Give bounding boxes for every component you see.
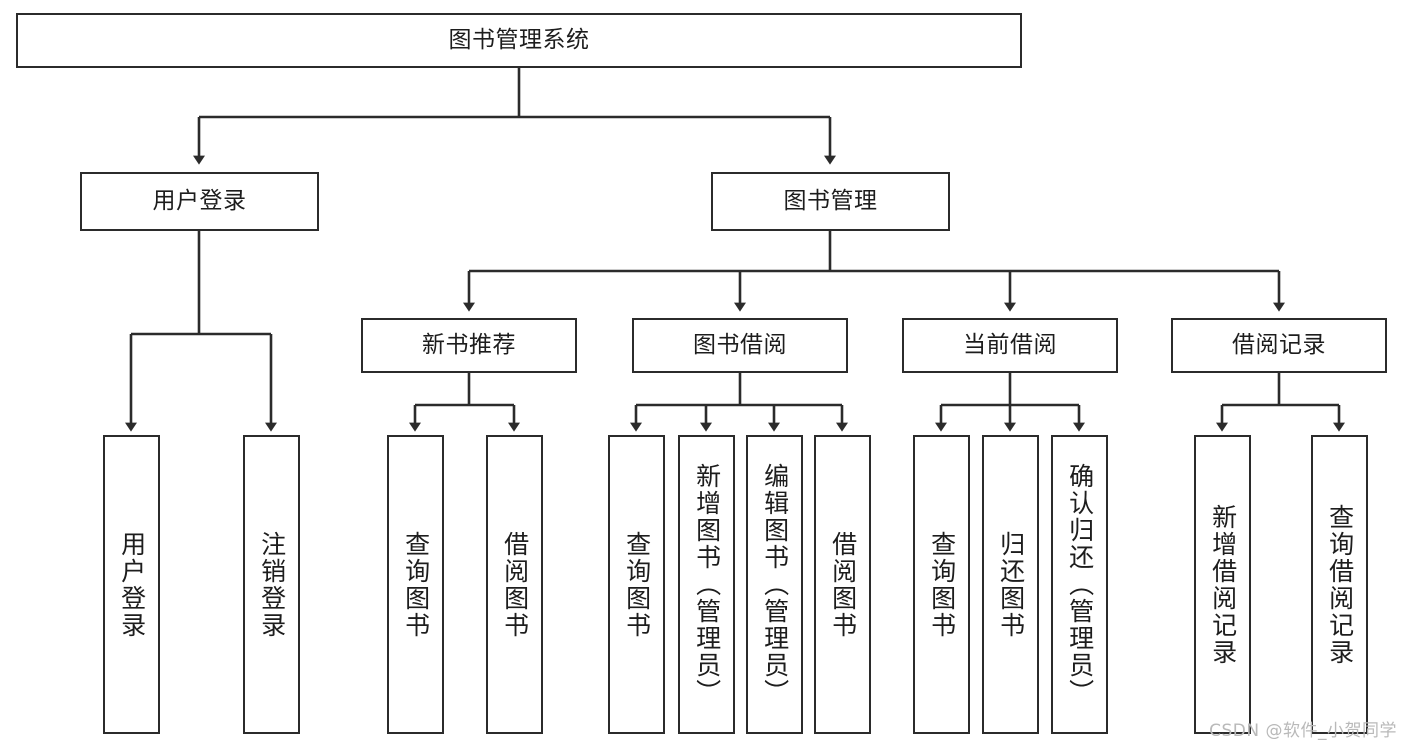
node-label: 归还图书 [996, 530, 1026, 639]
node-label: 用户登录 [152, 187, 247, 214]
node-label: 当前借阅 [963, 331, 1057, 358]
node-label: 新增借阅记录 [1208, 503, 1238, 666]
node-label: 图书管理系统 [448, 26, 590, 53]
leaf-edit-book-admin[interactable]: 编辑图书（管理员） [746, 435, 803, 734]
leaf-borrow-book-recommend[interactable]: 借阅图书 [486, 435, 543, 734]
leaf-user-login[interactable]: 用户登录 [103, 435, 160, 734]
node-user-login[interactable]: 用户登录 [80, 172, 319, 231]
node-label: 查询图书 [622, 530, 652, 639]
leaf-query-book-recommend[interactable]: 查询图书 [387, 435, 444, 734]
leaf-return-book[interactable]: 归还图书 [982, 435, 1039, 734]
node-label: 新增图书（管理员） [692, 463, 722, 706]
node-book-borrow[interactable]: 图书借阅 [632, 318, 848, 373]
node-new-book-recommend[interactable]: 新书推荐 [361, 318, 577, 373]
leaf-add-borrow-record[interactable]: 新增借阅记录 [1194, 435, 1251, 734]
node-label: 用户登录 [117, 530, 147, 639]
node-label: 查询图书 [927, 530, 957, 639]
watermark-text: CSDN @软件_小贺同学 [1209, 721, 1397, 741]
node-label: 查询图书 [401, 530, 431, 639]
node-label: 借阅图书 [500, 530, 530, 639]
node-label: 新书推荐 [422, 331, 516, 358]
leaf-add-book-admin[interactable]: 新增图书（管理员） [678, 435, 735, 734]
node-label: 确认归还（管理员） [1065, 463, 1095, 706]
node-root-book-management-system[interactable]: 图书管理系统 [16, 13, 1022, 68]
leaf-query-book-current[interactable]: 查询图书 [913, 435, 970, 734]
node-label: 编辑图书（管理员） [760, 463, 790, 706]
node-book-management[interactable]: 图书管理 [711, 172, 950, 231]
leaf-logout-login[interactable]: 注销登录 [243, 435, 300, 734]
node-label: 借阅图书 [828, 530, 858, 639]
leaf-confirm-return-admin[interactable]: 确认归还（管理员） [1051, 435, 1108, 734]
node-borrow-record[interactable]: 借阅记录 [1171, 318, 1387, 373]
leaf-borrow-book[interactable]: 借阅图书 [814, 435, 871, 734]
node-label: 查询借阅记录 [1325, 503, 1355, 666]
node-current-borrow[interactable]: 当前借阅 [902, 318, 1118, 373]
node-label: 注销登录 [257, 530, 287, 639]
node-label: 借阅记录 [1232, 331, 1326, 358]
leaf-query-borrow-record[interactable]: 查询借阅记录 [1311, 435, 1368, 734]
node-label: 图书借阅 [693, 331, 787, 358]
node-label: 图书管理 [783, 187, 878, 214]
leaf-query-book-borrow[interactable]: 查询图书 [608, 435, 665, 734]
